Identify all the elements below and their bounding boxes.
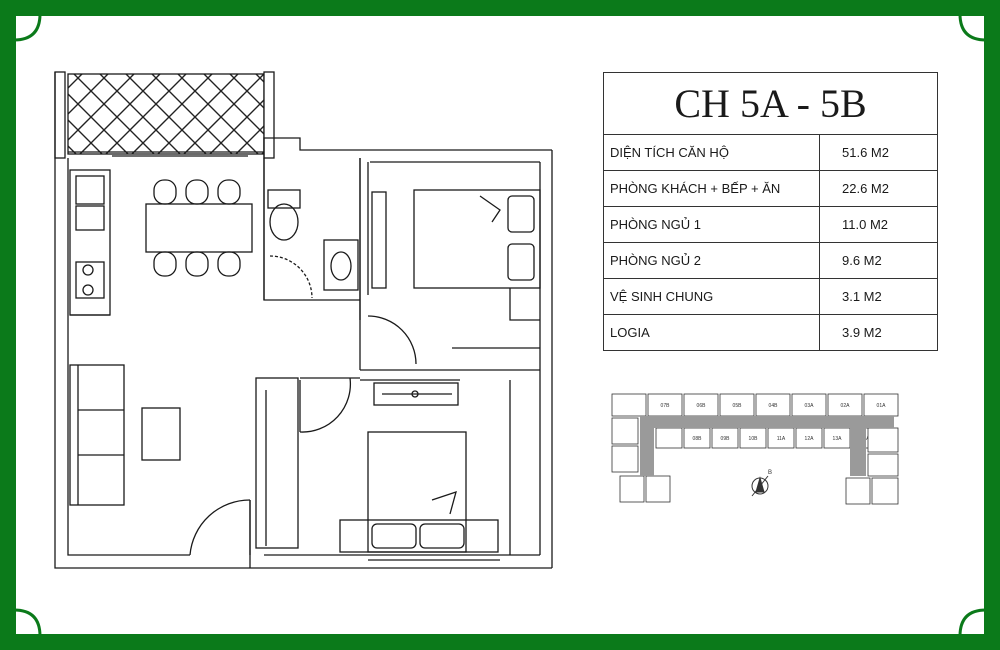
coffee-table [141,407,181,461]
key-plan-unit [619,475,645,503]
floor-plan [54,71,553,569]
room-label: DIỆN TÍCH CĂN HỘ [603,134,820,171]
dining-table [145,179,253,277]
entrance-door-swing [189,499,251,556]
key-plan-unit-label: 02A [841,403,851,409]
bedroom-2 [339,380,511,555]
key-plan-unit-label: 06B [697,403,707,409]
north-arrow-icon [751,475,769,497]
kitchen-counter [69,169,111,316]
logia-area [54,71,275,159]
key-plan-unit [867,453,899,477]
room-label: VỆ SINH CHUNG [603,278,820,315]
key-plan-unit [867,427,899,453]
table-row: PHÒNG NGỦ 1 11.0 M2 [603,206,938,243]
key-plan-unit-label: 04B [769,403,779,409]
room-label: PHÒNG KHÁCH + BẾP + ĂN [603,170,820,207]
key-plan-unit-label: 05B [733,403,743,409]
table-row: PHÒNG NGỦ 2 9.6 M2 [603,242,938,279]
outer-walls [54,72,553,569]
key-plan-unit-label: 10B [749,436,759,442]
key-plan-unit [611,393,647,417]
key-plan-unit [871,477,899,505]
wardrobe [373,382,459,406]
bedroom-1 [360,162,541,381]
table-row: DIỆN TÍCH CĂN HỘ 51.6 M2 [603,134,938,171]
room-label: PHÒNG NGỦ 2 [603,242,820,279]
plan-title: CH 5A - 5B [603,72,938,135]
key-plan-unit-label: 08B [693,436,703,442]
key-plan-unit [611,445,639,473]
key-plan-unit-label: 09B [721,436,731,442]
key-plan-unit [611,417,639,445]
key-plan-unit-label: 01A [877,403,887,409]
area-table: CH 5A - 5B DIỆN TÍCH CĂN HỘ 51.6 M2 PHÒN… [603,72,938,351]
table-row: PHÒNG KHÁCH + BẾP + ĂN 22.6 M2 [603,170,938,207]
room-area: 9.6 M2 [819,242,938,279]
key-plan-unit-label: 12A [805,436,815,442]
key-plan-unit [845,477,871,505]
key-plan-corridor [640,416,894,476]
room-label: PHÒNG NGỦ 1 [603,206,820,243]
hall-closet [255,377,352,549]
room-area: 11.0 M2 [819,206,938,243]
sofa [69,364,125,506]
room-area: 3.9 M2 [819,314,938,351]
key-plan-unit-label: 13A [833,436,843,442]
table-row: LOGIA 3.9 M2 [603,314,938,351]
key-plan-unit-label: 07B [661,403,671,409]
north-label: B [768,470,772,476]
table-row: VỆ SINH CHUNG 3.1 M2 [603,278,938,315]
room-label: LOGIA [603,314,820,351]
key-plan-unit-label: 03A [805,403,815,409]
key-plan: 07B06B05B04B03A02A01A08B09B10B11A12A13A1… [611,393,899,505]
key-plan-unit [645,475,671,503]
bathroom [263,158,361,320]
room-area: 22.6 M2 [819,170,938,207]
room-area: 3.1 M2 [819,278,938,315]
room-area: 51.6 M2 [819,134,938,171]
key-plan-unit [655,427,683,449]
key-plan-unit-label: 11A [777,436,786,442]
